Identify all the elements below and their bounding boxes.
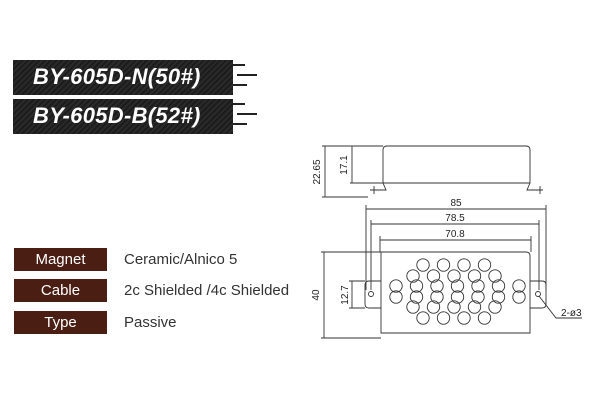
grille-hole [416, 258, 430, 272]
spec-value-cable: 2c Shielded /4c Shielded [124, 282, 290, 299]
foot-marks [373, 186, 541, 194]
dim-12-7 [349, 280, 365, 309]
grille-hole [430, 290, 444, 304]
banner-dash [233, 64, 245, 66]
grille-hole [406, 269, 420, 283]
dim-label: 12.7 [340, 285, 351, 305]
mount-hole [368, 291, 374, 297]
grille-hole [447, 300, 461, 314]
dim-label: 40 [311, 289, 322, 301]
spec-label-cable: Cable [14, 279, 107, 302]
dim-label: 17.1 [339, 155, 350, 175]
dim-label: 22.65 [312, 159, 323, 184]
grille-hole [477, 258, 492, 272]
grille-hole [426, 269, 441, 283]
grille-hole [409, 290, 424, 304]
grille-hole [436, 258, 451, 272]
mount-ear-right [530, 280, 547, 309]
banner-dash [237, 113, 257, 115]
speaker-grille-holes [389, 258, 526, 325]
model-banner-b: BY-605D-B(52#) [13, 99, 233, 134]
grille-hole [416, 311, 430, 325]
dim-22-65 [322, 145, 383, 198]
dim-label: 85 [450, 198, 462, 209]
banner-dash [237, 74, 257, 76]
spec-value-type: Passive [124, 314, 177, 331]
grille-hole [488, 269, 502, 283]
dim-85 [365, 205, 547, 290]
spec-value-magnet: Ceramic/Alnico 5 [124, 251, 238, 268]
grille-hole [471, 290, 485, 304]
side-view-feet [370, 182, 543, 191]
grille-hole [389, 290, 403, 304]
grille-hole [389, 279, 403, 293]
dim-17-1 [350, 146, 383, 184]
spec-label-magnet: Magnet [14, 248, 107, 271]
grille-hole [430, 279, 444, 293]
grille-hole [447, 269, 461, 283]
banner-dash [233, 103, 245, 105]
dim-label: 2-ø3 [561, 308, 582, 319]
grille-hole [406, 300, 420, 314]
grille-hole [457, 258, 471, 272]
grille-hole [512, 279, 526, 293]
grille-hole [450, 279, 465, 293]
dim-label: 70.8 [445, 229, 465, 240]
dim-78-5 [370, 220, 540, 290]
hole-leader [538, 295, 582, 319]
dim-40 [321, 251, 381, 339]
dim-70-8 [379, 236, 532, 252]
banner-dash [233, 123, 247, 125]
grille-hole [471, 279, 485, 293]
model-banner-n: BY-605D-N(50#) [13, 60, 233, 95]
side-view-body [382, 145, 531, 184]
grille-hole [467, 269, 482, 283]
grille-hole [409, 279, 424, 293]
grille-hole [436, 311, 451, 325]
mount-ear-left [364, 280, 381, 309]
model-name: BY-605D-B(52#) [33, 103, 201, 128]
spec-label-type: Type [14, 311, 107, 334]
grille-hole [426, 300, 441, 314]
mount-hole [535, 291, 541, 297]
dim-label: 78.5 [445, 213, 465, 224]
grille-hole [457, 311, 471, 325]
grille-hole [488, 300, 502, 314]
grille-hole [512, 290, 526, 304]
front-view-plate [380, 251, 531, 334]
banner-dash [233, 84, 247, 86]
grille-hole [450, 290, 465, 304]
grille-hole [491, 279, 506, 293]
grille-hole [491, 290, 506, 304]
model-name: BY-605D-N(50#) [33, 64, 201, 89]
grille-hole [467, 300, 482, 314]
grille-hole [477, 311, 492, 325]
